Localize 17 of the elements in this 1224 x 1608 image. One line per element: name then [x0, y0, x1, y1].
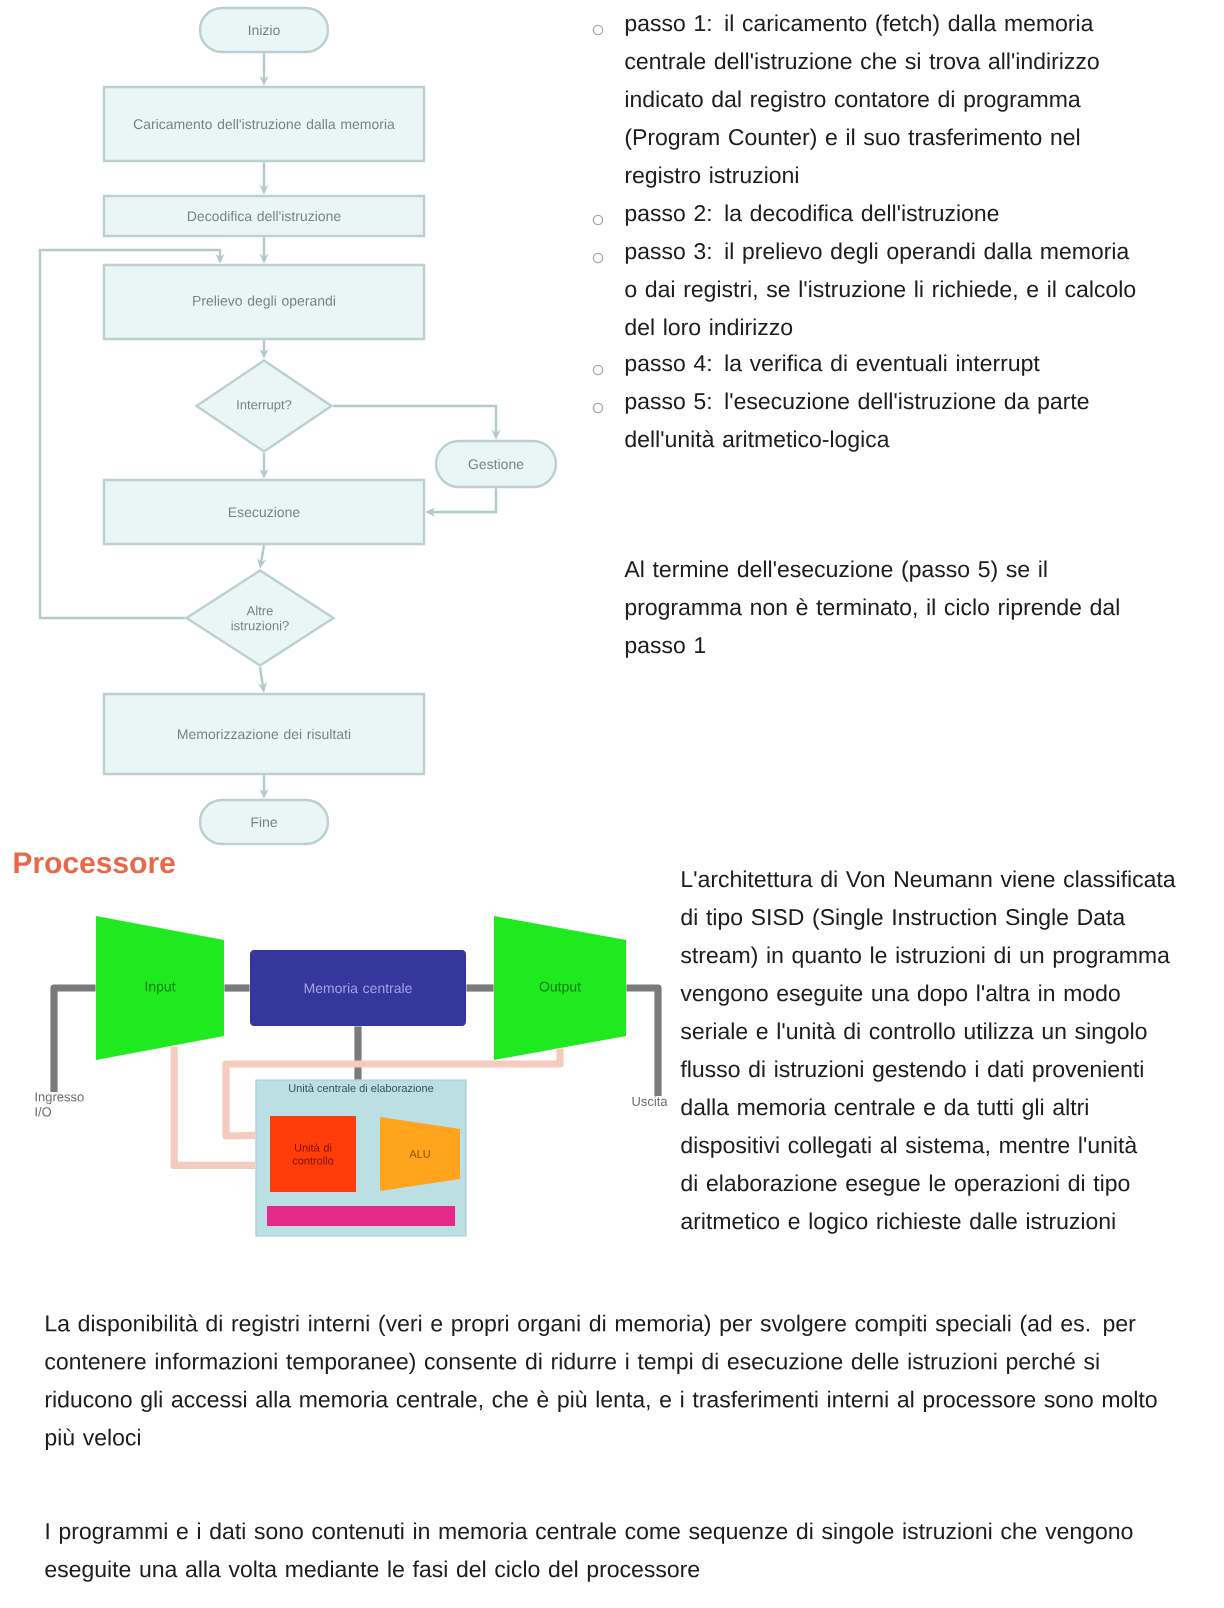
- paragraph: L'architettura di Von Neumann viene classificata di tipo SISD (Single Instruction Single Data stream) in quanto le istruzioni di un programma vengono eseguite una dopo l'altra in modo seriale e l'unità di controllo utilizza un singolo flusso di istruzioni gestendo i dati provenienti dalla memoria centrale e da tutti gli altri dispositivi collegati al sistema, mentre l'unità di elaborazione esegue le operazioni di tipo aritmetico e logico richieste dalle istruzioni: [680, 870, 1176, 1234]
- bullet-text: passo 2: la decodifica dell'istruzione: [625, 204, 999, 226]
- connector-line: [170, 1046, 256, 1169]
- connector-line: [224, 984, 250, 992]
- bullet-text: passo 5: l'esecuzione dell'istruzione da parte dell'unità aritmetico-logica: [625, 392, 1089, 452]
- paragraph: La disponibilità di registri interni (veri e propri organi di memoria) per svolgere compiti speciali (ad es. per contenere informazioni temporanee) consente di ridurre i tempi di esecuzione delle istruzioni perché si riducono gli accessi alla memoria centrale, che è più lenta, e i trasferimenti interni al processore sono molto più veloci: [45, 1314, 1157, 1451]
- paragraph: I programmi e i dati sono contenuti in memoria centrale come sequenze di singole istruzioni che vengono eseguite una alla volta mediante le fasi del ciclo del processore: [45, 1522, 1133, 1582]
- connector-line: [626, 984, 662, 1096]
- section-title: Processore: [14, 852, 175, 874]
- connector-line: [466, 984, 494, 992]
- bar: [267, 1206, 455, 1226]
- connector-line: [50, 984, 96, 1092]
- paragraph: Al termine dell'esecuzione (passo 5) se il programma non è terminato, il ciclo riprende dal passo 1: [624, 560, 1119, 658]
- bullet-text: passo 4: la verifica di eventuali interrupt: [625, 354, 1040, 376]
- arrow: [38, 248, 225, 620]
- connector-line: [354, 1026, 362, 1080]
- connector-line: [222, 1048, 564, 1140]
